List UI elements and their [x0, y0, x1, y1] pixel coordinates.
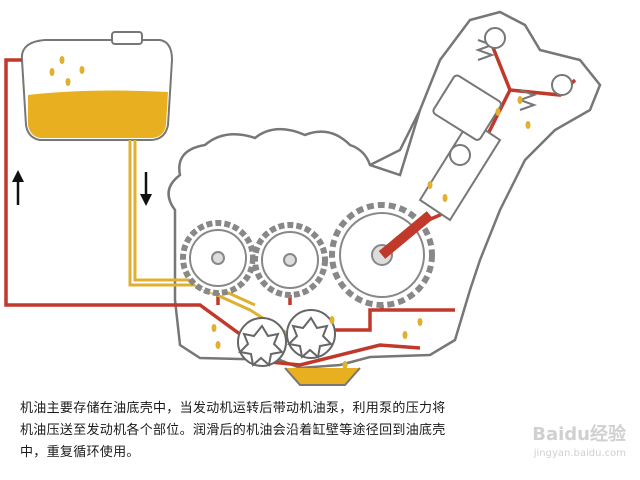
- oil-tank: [20, 31, 174, 141]
- caption-line-1: 机油主要存储在油底壳中，当发动机运转后带动机油泵，利用泵的压力将: [20, 401, 446, 416]
- watermark: Baidu经验 jingyan.baidu.com: [532, 420, 626, 459]
- watermark-url: jingyan.baidu.com: [533, 448, 626, 459]
- caption: 机油主要存储在油底壳中，当发动机运转后带动机油泵，利用泵的压力将 机油压送至发动…: [20, 398, 620, 464]
- gear-icon: [180, 220, 256, 296]
- oil-droplet-icon: [211, 96, 531, 369]
- caption-line-2: 机油压送至发动机各个部位。润滑后的机油会沿着缸壁等途径回到油底壳: [20, 423, 446, 438]
- gear-icon: [252, 222, 328, 298]
- oil-droplet-icon: [49, 56, 85, 86]
- engine-block: [167, 10, 602, 370]
- piston-icon: [378, 74, 502, 259]
- oil-pump-icon: [237, 309, 336, 367]
- engine-lubrication-diagram: [4, 10, 602, 386]
- arrow-up-icon: [12, 170, 24, 205]
- arrow-down-icon: [140, 172, 152, 206]
- watermark-brand: Baidu经验: [532, 424, 626, 445]
- oil-pan: [284, 367, 361, 386]
- caption-line-3: 中，重复循环使用。: [20, 445, 140, 460]
- oil-tank-cap: [111, 31, 143, 45]
